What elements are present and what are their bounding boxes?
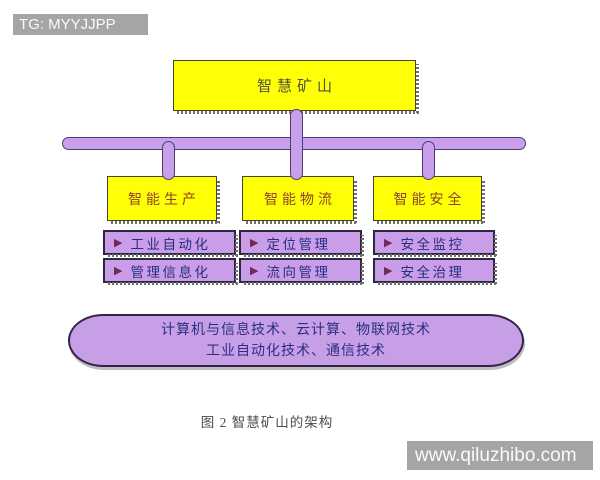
node-smart-production: 智能生产 xyxy=(107,176,220,224)
connector-stub-left xyxy=(162,141,175,180)
item-label: 流向管理 xyxy=(266,264,331,280)
item-label: 工业自动化 xyxy=(130,236,211,252)
item-industrial-automation: ▶ 工业自动化 xyxy=(103,230,238,257)
node-smart-mine: 智慧矿山 xyxy=(173,60,419,114)
foundation-technologies: 计算机与信息技术、云计算、物联网技术 工业自动化技术、通信技术 xyxy=(68,314,524,367)
triangle-bullet-icon: ▶ xyxy=(114,264,123,277)
connector-stub-right xyxy=(422,141,435,180)
foundation-line-2: 工业自动化技术、通信技术 xyxy=(206,343,386,359)
foundation-line-1: 计算机与信息技术、云计算、物联网技术 xyxy=(161,322,431,338)
node-smart-safety-label: 智能安全 xyxy=(393,192,466,208)
node-smart-mine-label: 智慧矿山 xyxy=(256,79,337,95)
node-smart-production-label: 智能生产 xyxy=(128,192,200,208)
watermark-bottom-right: www.qiluzhibo.com xyxy=(407,441,593,470)
item-positioning-management: ▶ 定位管理 xyxy=(239,230,364,257)
connector-stub-center xyxy=(290,109,303,180)
node-smart-safety: 智能安全 xyxy=(373,176,485,224)
triangle-bullet-icon: ▶ xyxy=(384,236,393,249)
item-label: 安全监控 xyxy=(400,236,465,252)
item-flow-management: ▶ 流向管理 xyxy=(239,258,364,285)
item-management-informatization: ▶ 管理信息化 xyxy=(103,258,238,285)
item-safety-governance: ▶ 安全治理 xyxy=(373,258,497,285)
triangle-bullet-icon: ▶ xyxy=(114,236,123,249)
triangle-bullet-icon: ▶ xyxy=(250,236,259,249)
node-smart-logistics: 智能物流 xyxy=(242,176,357,224)
node-smart-logistics-label: 智能物流 xyxy=(264,192,336,208)
item-label: 安全治理 xyxy=(400,264,465,280)
item-label: 定位管理 xyxy=(266,236,331,252)
item-label: 管理信息化 xyxy=(130,264,211,280)
item-safety-monitoring: ▶ 安全监控 xyxy=(373,230,497,257)
triangle-bullet-icon: ▶ xyxy=(250,264,259,277)
triangle-bullet-icon: ▶ xyxy=(384,264,393,277)
watermark-top-left: TG: MYYJJPP xyxy=(13,14,148,35)
figure-caption: 图 2 智慧矿山的架构 xyxy=(200,415,334,430)
